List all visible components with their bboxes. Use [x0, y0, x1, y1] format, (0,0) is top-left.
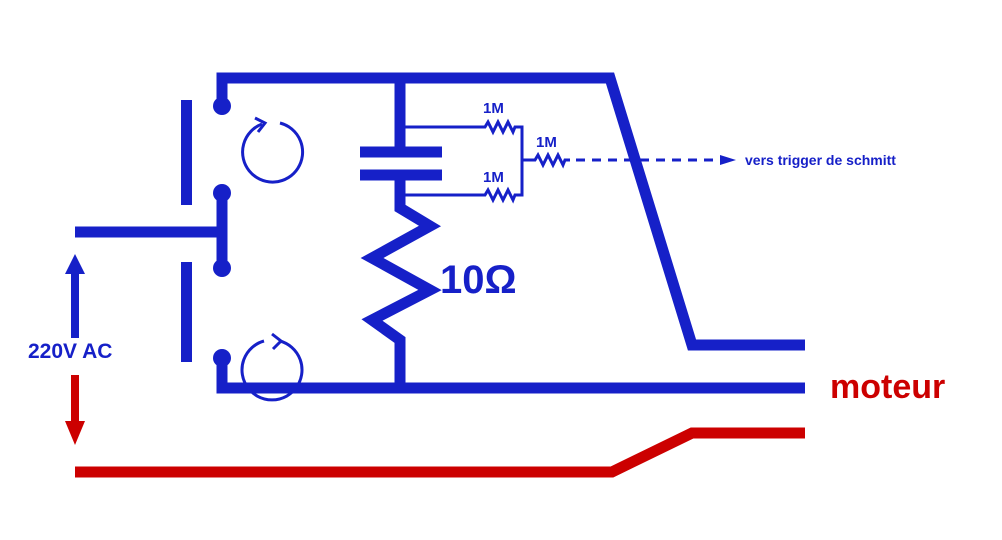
shunt-resistor-10-ohm	[360, 175, 442, 388]
supply-up-arrow-head	[65, 254, 85, 274]
counterclockwise-rotation-icon	[240, 332, 304, 402]
trigger-output-label: vers trigger de schmitt	[745, 152, 896, 168]
supply-voltage-label: 220V AC	[28, 340, 112, 363]
switch-contact-dot	[213, 184, 231, 202]
counterclockwise-rotation-arc	[240, 339, 304, 402]
divider-resistor-bottom-label: 1M	[483, 169, 504, 186]
lower-switch-blade	[181, 262, 192, 362]
divider-resistor-top-label: 1M	[483, 100, 504, 117]
top-wire-to-motor	[216, 72, 805, 351]
switch-contact-dot	[213, 97, 231, 115]
clockwise-rotation-icon	[241, 116, 305, 184]
switch-contact-dot	[213, 349, 231, 367]
shunt-resistor-label: 10Ω	[440, 258, 517, 302]
clockwise-rotation-arrowhead	[254, 116, 268, 133]
return-wire-to-motor	[75, 427, 805, 478]
switch-contact-dot	[213, 259, 231, 277]
trigger-output-arrowhead	[720, 155, 736, 165]
divider-resistor-bottom	[400, 186, 522, 204]
supply-down-arrow-head	[65, 421, 85, 445]
motor-label: moteur	[830, 368, 945, 406]
counterclockwise-rotation-arrowhead	[271, 332, 284, 351]
series-resistor	[522, 151, 570, 169]
upper-switch-blade	[181, 100, 192, 205]
clockwise-rotation-arc	[241, 121, 305, 184]
bottom-wire-to-motor	[216, 358, 805, 394]
series-resistor-label: 1M	[536, 134, 557, 151]
divider-resistor-top	[400, 118, 522, 136]
